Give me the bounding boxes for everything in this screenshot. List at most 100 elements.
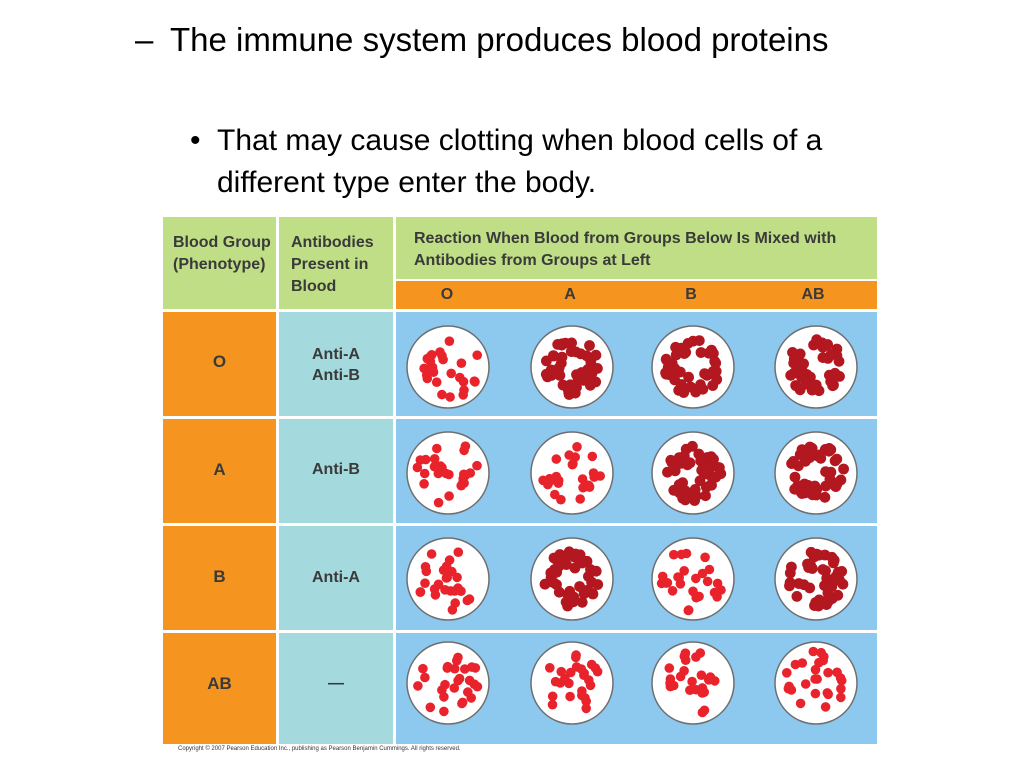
dish-ab-o [406, 641, 490, 725]
donor-col-a: A [564, 286, 576, 303]
red-blood-cell [704, 564, 715, 575]
row-ab-group-cell [163, 633, 276, 744]
clumped-red-cell [590, 349, 602, 361]
clumped-red-cell [789, 483, 801, 495]
row-o-antibody-1: Anti-A [312, 346, 360, 363]
donor-col-b: B [685, 286, 697, 303]
clumped-red-cell [824, 477, 836, 489]
red-blood-cell [687, 676, 697, 687]
clumped-red-cell [817, 352, 829, 363]
clumped-red-cell [784, 580, 795, 592]
red-blood-cell [442, 663, 453, 673]
clumped-red-cell [568, 551, 580, 563]
red-blood-cell [467, 662, 477, 672]
clumped-red-cell [819, 580, 830, 591]
red-blood-cell [437, 389, 447, 400]
red-blood-cell [447, 566, 457, 577]
red-blood-cell [712, 578, 723, 589]
red-blood-cell [697, 688, 707, 698]
red-blood-cell [457, 698, 467, 709]
header-reaction-text: Reaction When Blood from Groups Below Is… [414, 230, 837, 269]
red-blood-cell [433, 461, 443, 471]
clumped-red-cell [705, 451, 717, 462]
red-blood-cell [664, 663, 675, 673]
red-blood-cell [797, 658, 808, 668]
red-blood-cell [832, 667, 842, 678]
red-blood-cell [413, 681, 423, 691]
blood-type-table: Blood Group (Phenotype) Antibodies Prese… [163, 217, 877, 744]
clumped-red-cell [545, 364, 557, 376]
clumped-red-cell [809, 480, 821, 492]
red-blood-cell [444, 469, 454, 480]
clumped-red-cell [569, 562, 581, 574]
red-blood-cell [709, 587, 720, 598]
red-blood-cell [581, 696, 591, 707]
clumped-red-cell [793, 578, 805, 589]
clumped-red-cell [665, 454, 677, 466]
red-blood-cell [571, 650, 581, 660]
red-blood-cell [595, 471, 605, 481]
red-blood-cell [427, 365, 438, 375]
red-blood-cell [688, 586, 698, 597]
clumped-red-cell [539, 578, 551, 590]
clumped-red-cell [584, 379, 596, 391]
red-blood-cell [697, 707, 708, 718]
red-blood-cell [459, 385, 469, 395]
red-blood-cell [669, 549, 679, 560]
clumped-red-cell [802, 558, 813, 570]
red-blood-cell [584, 675, 594, 685]
red-blood-cell [836, 675, 847, 686]
red-blood-cell [422, 373, 433, 384]
red-blood-cell [700, 552, 710, 563]
clumped-red-cell [804, 582, 816, 594]
dish-o-ab [774, 325, 858, 409]
clumped-red-cell [825, 444, 837, 456]
red-blood-cell [419, 479, 429, 489]
clumped-red-cell [838, 463, 849, 475]
row-a-antibody-1: Anti-B [312, 461, 360, 478]
clumped-red-cell [660, 353, 672, 365]
row-a-antibody-cell [279, 419, 393, 523]
row-a-antibodies: Anti-B [281, 459, 391, 480]
row-b-antibody-1: Anti-A [312, 569, 360, 586]
bullet-2-text: That may cause clotting when blood cells… [217, 124, 823, 199]
red-blood-cell [810, 688, 821, 699]
clumped-red-cell [687, 335, 699, 347]
clumped-red-cell [822, 596, 834, 607]
clumped-red-cell [680, 346, 692, 358]
red-blood-cell [674, 572, 684, 583]
red-blood-cell [441, 573, 452, 583]
red-blood-cell [427, 350, 437, 360]
red-blood-cell [420, 562, 431, 572]
dish-o-a [530, 325, 614, 409]
red-blood-cell [453, 675, 463, 686]
red-blood-cell [836, 692, 846, 703]
bullet-level-1: – The immune system produces blood prote… [135, 18, 895, 62]
red-blood-cell [819, 651, 829, 662]
row-a-group-cell [163, 419, 276, 523]
red-blood-cell [444, 336, 455, 346]
red-blood-cell [432, 443, 442, 454]
red-blood-cell [464, 675, 475, 686]
red-blood-cell [823, 689, 833, 700]
red-blood-cell [564, 450, 574, 460]
clumped-red-cell [825, 348, 837, 360]
clumped-red-cell [701, 369, 713, 381]
red-blood-cell [547, 691, 558, 702]
red-blood-cell [587, 451, 598, 462]
clumped-red-cell [568, 380, 580, 392]
header-blood-group-text: Blood Group (Phenotype) [173, 234, 271, 273]
red-blood-cell [412, 462, 423, 473]
clumped-red-cell [810, 379, 822, 391]
clumped-red-cell [552, 339, 564, 350]
red-blood-cell [823, 667, 833, 678]
clumped-red-cell [583, 571, 594, 582]
red-blood-cell [429, 454, 440, 464]
clumped-red-cell [660, 367, 671, 379]
red-blood-cell [836, 684, 846, 694]
row-o-group-label: O [212, 352, 227, 371]
red-blood-cell [418, 663, 428, 674]
clumped-red-cell [811, 334, 823, 346]
dish-ab-b [651, 641, 735, 725]
clumped-red-cell [695, 347, 707, 358]
